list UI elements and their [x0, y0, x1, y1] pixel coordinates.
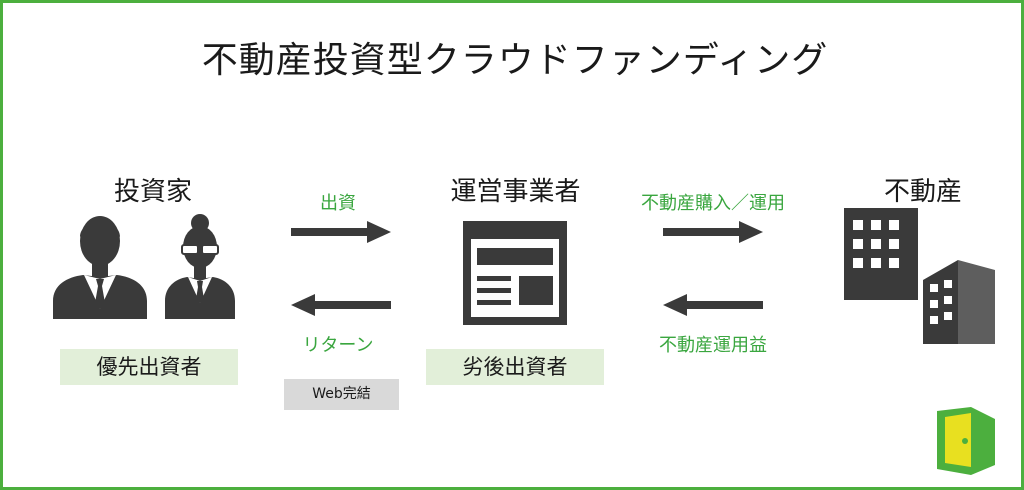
purchase-arrow — [663, 221, 763, 243]
browser-window-icon — [463, 221, 567, 325]
realestate-heading: 不動産 — [883, 177, 962, 207]
diagram-title: 不動産投資型クラウドファンディング — [201, 40, 829, 81]
investment-flow-label: 出資 — [320, 193, 356, 214]
purchase-operation-flow-label: 不動産購入／運用 — [641, 193, 785, 214]
door-logo-icon — [937, 407, 995, 475]
return-flow-label: リターン — [302, 335, 374, 356]
senior-investor-label: 優先出資者 — [60, 349, 238, 385]
businessman-icon — [53, 216, 147, 319]
subordinated-investor-label: 劣後出資者 — [426, 349, 604, 385]
buildings-icon — [844, 208, 998, 344]
profit-arrow — [663, 294, 763, 316]
return-arrow — [291, 294, 391, 316]
operating-profit-flow-label: 不動産運用益 — [659, 335, 767, 356]
web-complete-badge: Web完結 — [284, 379, 399, 410]
investment-arrow — [291, 221, 391, 243]
operator-heading: 運営事業者 — [450, 177, 581, 207]
businesswoman-icon — [165, 214, 235, 319]
investor-heading: 投資家 — [113, 177, 192, 207]
